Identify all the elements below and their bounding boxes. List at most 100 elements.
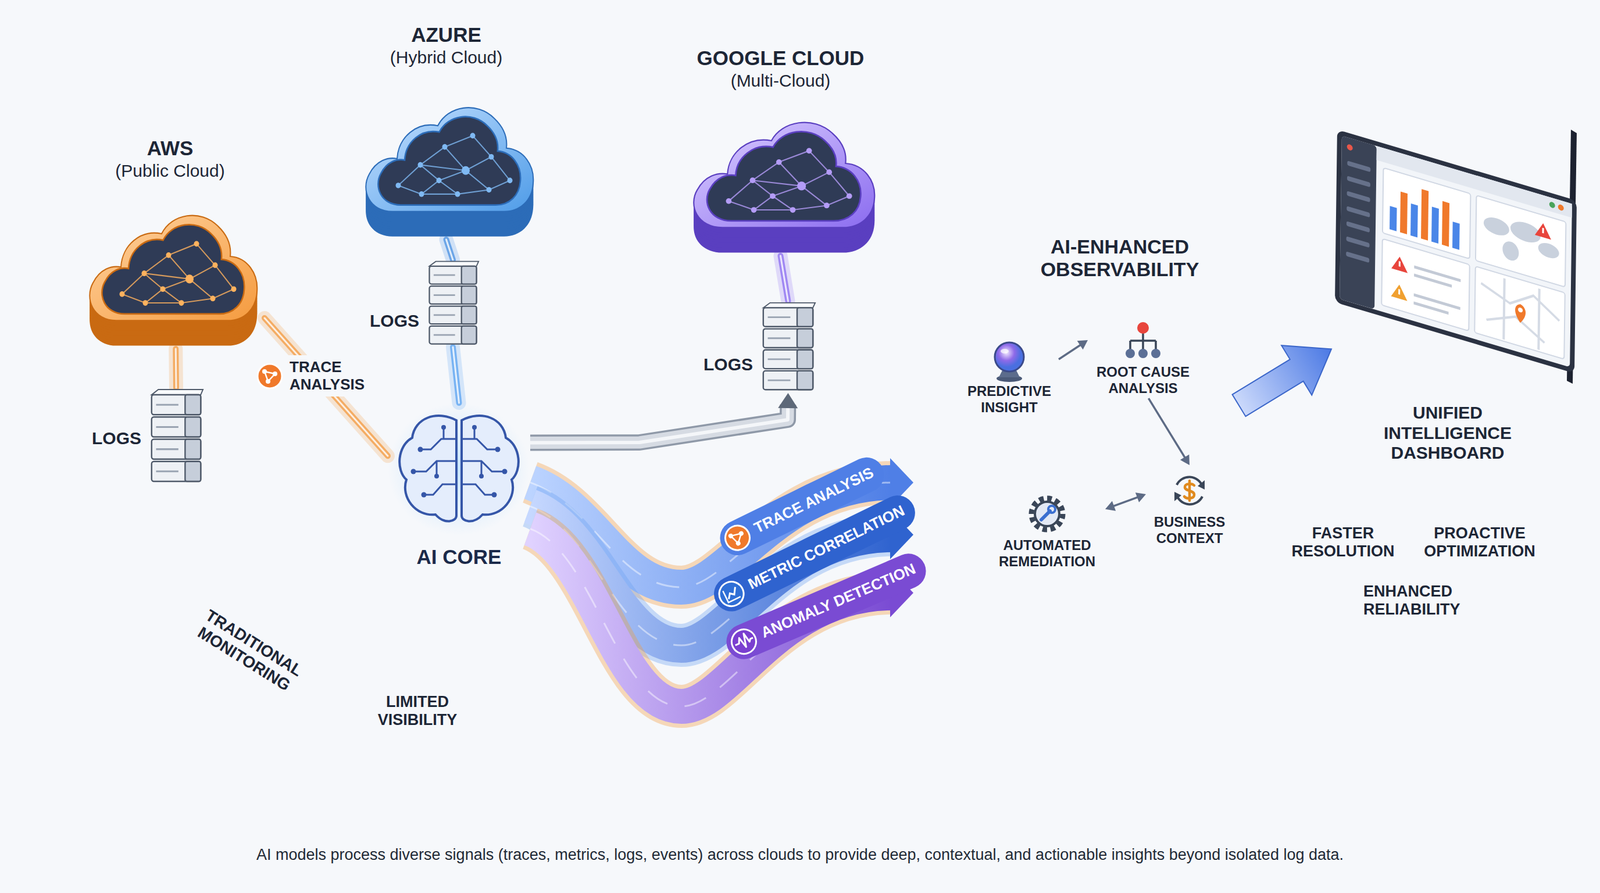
capability-icon [1119, 317, 1167, 364]
signal-icon [272, 371, 278, 377]
flow-arrow [1058, 340, 1088, 360]
cloud-node-art [455, 191, 461, 198]
beam-line [446, 239, 454, 260]
cloud-node-art [728, 180, 753, 202]
beam-line [175, 348, 178, 388]
arrowhead [777, 393, 798, 409]
document-stack [537, 345, 560, 411]
cloud-node-art [507, 177, 513, 184]
dashboard-monitor-art [1537, 240, 1559, 262]
cloud-node-art [772, 186, 802, 196]
ai-core-brain-art [399, 415, 457, 521]
cloud-node-art [145, 302, 182, 304]
cloud-node-art [89, 220, 257, 326]
observability-cube-art [915, 461, 955, 504]
cloud-node-art [231, 286, 237, 292]
log-store-art [763, 350, 813, 369]
cloud-node-art [772, 195, 794, 210]
log-store: LOGS [759, 301, 817, 394]
dashboard-monitor-art [1483, 214, 1510, 239]
cloud-node-art [823, 202, 830, 209]
cloud-node-art [801, 172, 830, 187]
capability-icon [1031, 498, 1063, 530]
cloud-node-art [101, 224, 245, 314]
cloud-node-art [196, 243, 216, 266]
arrowhead [1105, 501, 1116, 512]
cloud-node-art [365, 112, 534, 217]
dashboard-monitor: UNIFIED INTELLIGENCE DASHBOARD [1331, 125, 1582, 399]
growth-chart-icon [1461, 490, 1492, 511]
signal-icon [262, 369, 267, 374]
signal-icon [715, 577, 748, 611]
cloud-node-art [168, 255, 190, 280]
cloud-node-art [779, 162, 802, 187]
cloud-node-art [726, 198, 732, 205]
log-store-art [768, 358, 791, 361]
cloud-node-art [457, 189, 489, 194]
cloud-node-art [166, 252, 172, 259]
shield-icon [1327, 583, 1353, 614]
capability-icon [1048, 505, 1056, 513]
cloud-node: AWS(Public Cloud) [75, 194, 265, 349]
cloud-node-art [122, 294, 146, 303]
signal-beam [446, 239, 454, 260]
document-stack [543, 279, 582, 341]
cloud-node-art [419, 191, 425, 198]
cloud-node-art [179, 300, 185, 306]
ai-core-brain-art [387, 402, 530, 536]
cloud-node-art [75, 194, 265, 349]
cloud-node-art [776, 159, 782, 166]
cloud-node-art [418, 162, 424, 169]
cloud-node-art [420, 165, 466, 171]
signal-icon [727, 625, 760, 658]
cloud-node-art [162, 288, 182, 303]
cloud-node-art [486, 187, 492, 194]
flow-arrow [1105, 492, 1146, 512]
stopwatch-icon [1343, 489, 1353, 502]
log-store-art [155, 470, 178, 473]
dashboard-monitor-art [1398, 261, 1401, 267]
cloud-node-art [790, 206, 796, 213]
cloud-node-art [826, 195, 850, 206]
capability-icon [1151, 348, 1161, 359]
dashboard-monitor-art [1558, 203, 1564, 212]
cloud-node-art [185, 274, 194, 284]
log-store-art [433, 294, 456, 296]
cloud-node-art [829, 172, 850, 196]
log-store-art [763, 370, 813, 390]
dashboard-monitor-art [1534, 220, 1552, 240]
ai-core-brain-art [491, 492, 498, 498]
cloud-node-art [752, 162, 779, 181]
node-text: BUSINESS CONTEXT [1148, 513, 1231, 546]
cloud-node-art [470, 133, 476, 139]
beam-line [780, 255, 789, 302]
shield-icon [1327, 583, 1353, 614]
dashboard-monitor-art [1345, 251, 1370, 263]
magnifier-icon [422, 675, 433, 687]
traditional-monitoring-pipe [343, 565, 362, 582]
cloud-node-art [365, 107, 534, 212]
signal-icon [721, 521, 755, 555]
dashboard-monitor-art [1474, 266, 1566, 360]
benefit-label: ENHANCED RELIABILITY [1363, 582, 1480, 619]
node-title: LOGS [83, 428, 142, 449]
growth-chart-icon [1486, 486, 1497, 496]
ai-core-brain-art [421, 492, 427, 498]
signal-icon [719, 519, 757, 557]
cloud-node-art [398, 165, 421, 186]
cloud-node-art [826, 169, 832, 175]
cloud-node-art [693, 127, 875, 233]
log-store-art [759, 301, 817, 394]
dashboard-monitor-art [1452, 221, 1460, 250]
beam-line [172, 348, 180, 388]
pipe-body [530, 404, 788, 443]
cloud-node-art [438, 180, 458, 195]
cloud-node-art [122, 273, 145, 295]
flow-line [1112, 497, 1139, 507]
ai-core-brain-art [387, 402, 531, 536]
beam-line [780, 255, 789, 302]
cloud-node-art [693, 122, 875, 228]
cloud-node-art [491, 156, 510, 181]
magnifier-icon [402, 656, 425, 679]
